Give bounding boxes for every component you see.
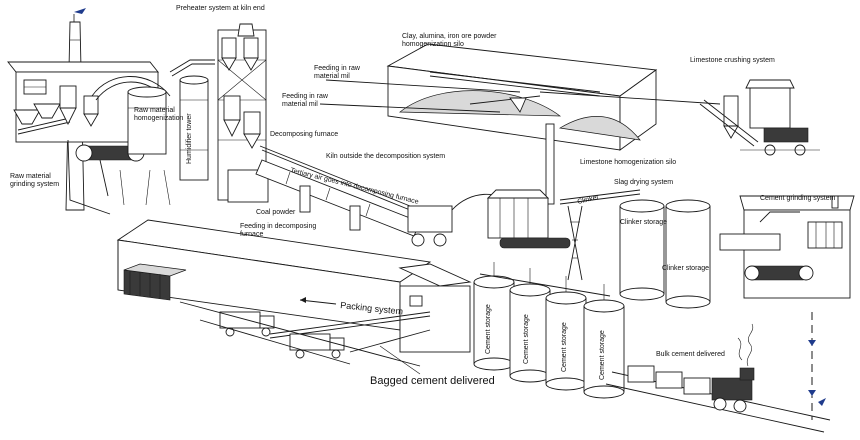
smoke-arrow-icon: [74, 8, 86, 14]
rotary-kiln: [255, 145, 511, 247]
slag-drying-system: [486, 189, 641, 281]
label-limestone-crushing: Limestone crushing system: [690, 57, 775, 64]
clinker-storage: [619, 199, 711, 309]
train-area: [605, 323, 831, 433]
label-clinker: Clinker: [577, 194, 600, 206]
raw-grinding-area: [7, 8, 215, 215]
label-humidifier: Humidifier tower: [186, 113, 193, 164]
label-feed-raw-1a: Feeding in raw: [314, 65, 361, 72]
warehouse-area: [116, 219, 472, 375]
label-feed-raw-1b: material mil: [314, 73, 350, 80]
label-raw-homog-1: Raw material: [134, 107, 175, 114]
label-cement-storage-3: Cement storage: [561, 322, 568, 372]
label-feeding-decomp-2: furnace: [240, 231, 263, 238]
label-cement-storage-1: Cement storage: [485, 304, 492, 354]
label-decomposing-furnace: Decomposing furnace: [270, 131, 338, 138]
label-feed-raw-2a: Feeding in raw: [282, 93, 329, 100]
label-bulk-cement: Bulk cement delivered: [656, 351, 725, 358]
train-icon: [627, 365, 755, 413]
label-raw-grinding-1: Raw material: [10, 173, 51, 180]
label-limestone-homog: Limestone homogenization silo: [580, 159, 676, 166]
cement-grinding-system: [719, 195, 855, 420]
label-clinker-storage-2: Clinker storage: [662, 265, 709, 272]
label-cement-storage-4: Cement storage: [599, 330, 606, 380]
label-kiln-outside: Kiln outside the decomposition system: [326, 153, 445, 160]
label-cement-grinding: Cement grinding system: [760, 195, 836, 202]
label-bagged-cement: Bagged cement delivered: [370, 375, 495, 387]
preheater-tower: [217, 23, 269, 203]
cement-storage-silos: [473, 262, 625, 399]
label-raw-homog-2: homogenization: [134, 115, 184, 122]
label-feeding-decomp-1: Feeding in decomposing: [240, 223, 316, 230]
label-cement-storage-2: Cement storage: [523, 314, 530, 364]
label-feed-raw-2b: material mil: [282, 101, 318, 108]
label-clay-silo-1: Clay, alumina, iron ore powder: [402, 33, 497, 40]
truck-1-icon: [219, 311, 275, 337]
label-preheater: Preheater system at kiln end: [176, 5, 265, 12]
label-slag-drying: Slag drying system: [614, 179, 673, 186]
label-clay-silo-2: homogenization silo: [402, 41, 464, 48]
clay-homogenization-silo: [319, 43, 721, 205]
label-clinker-storage-1: Clinker storage: [620, 219, 667, 226]
raw-shed-roof: [7, 61, 159, 73]
label-coal-powder: Coal powder: [256, 209, 296, 216]
limestone-crushing-system: [699, 79, 820, 156]
label-raw-grinding-2: grinding system: [10, 181, 59, 188]
